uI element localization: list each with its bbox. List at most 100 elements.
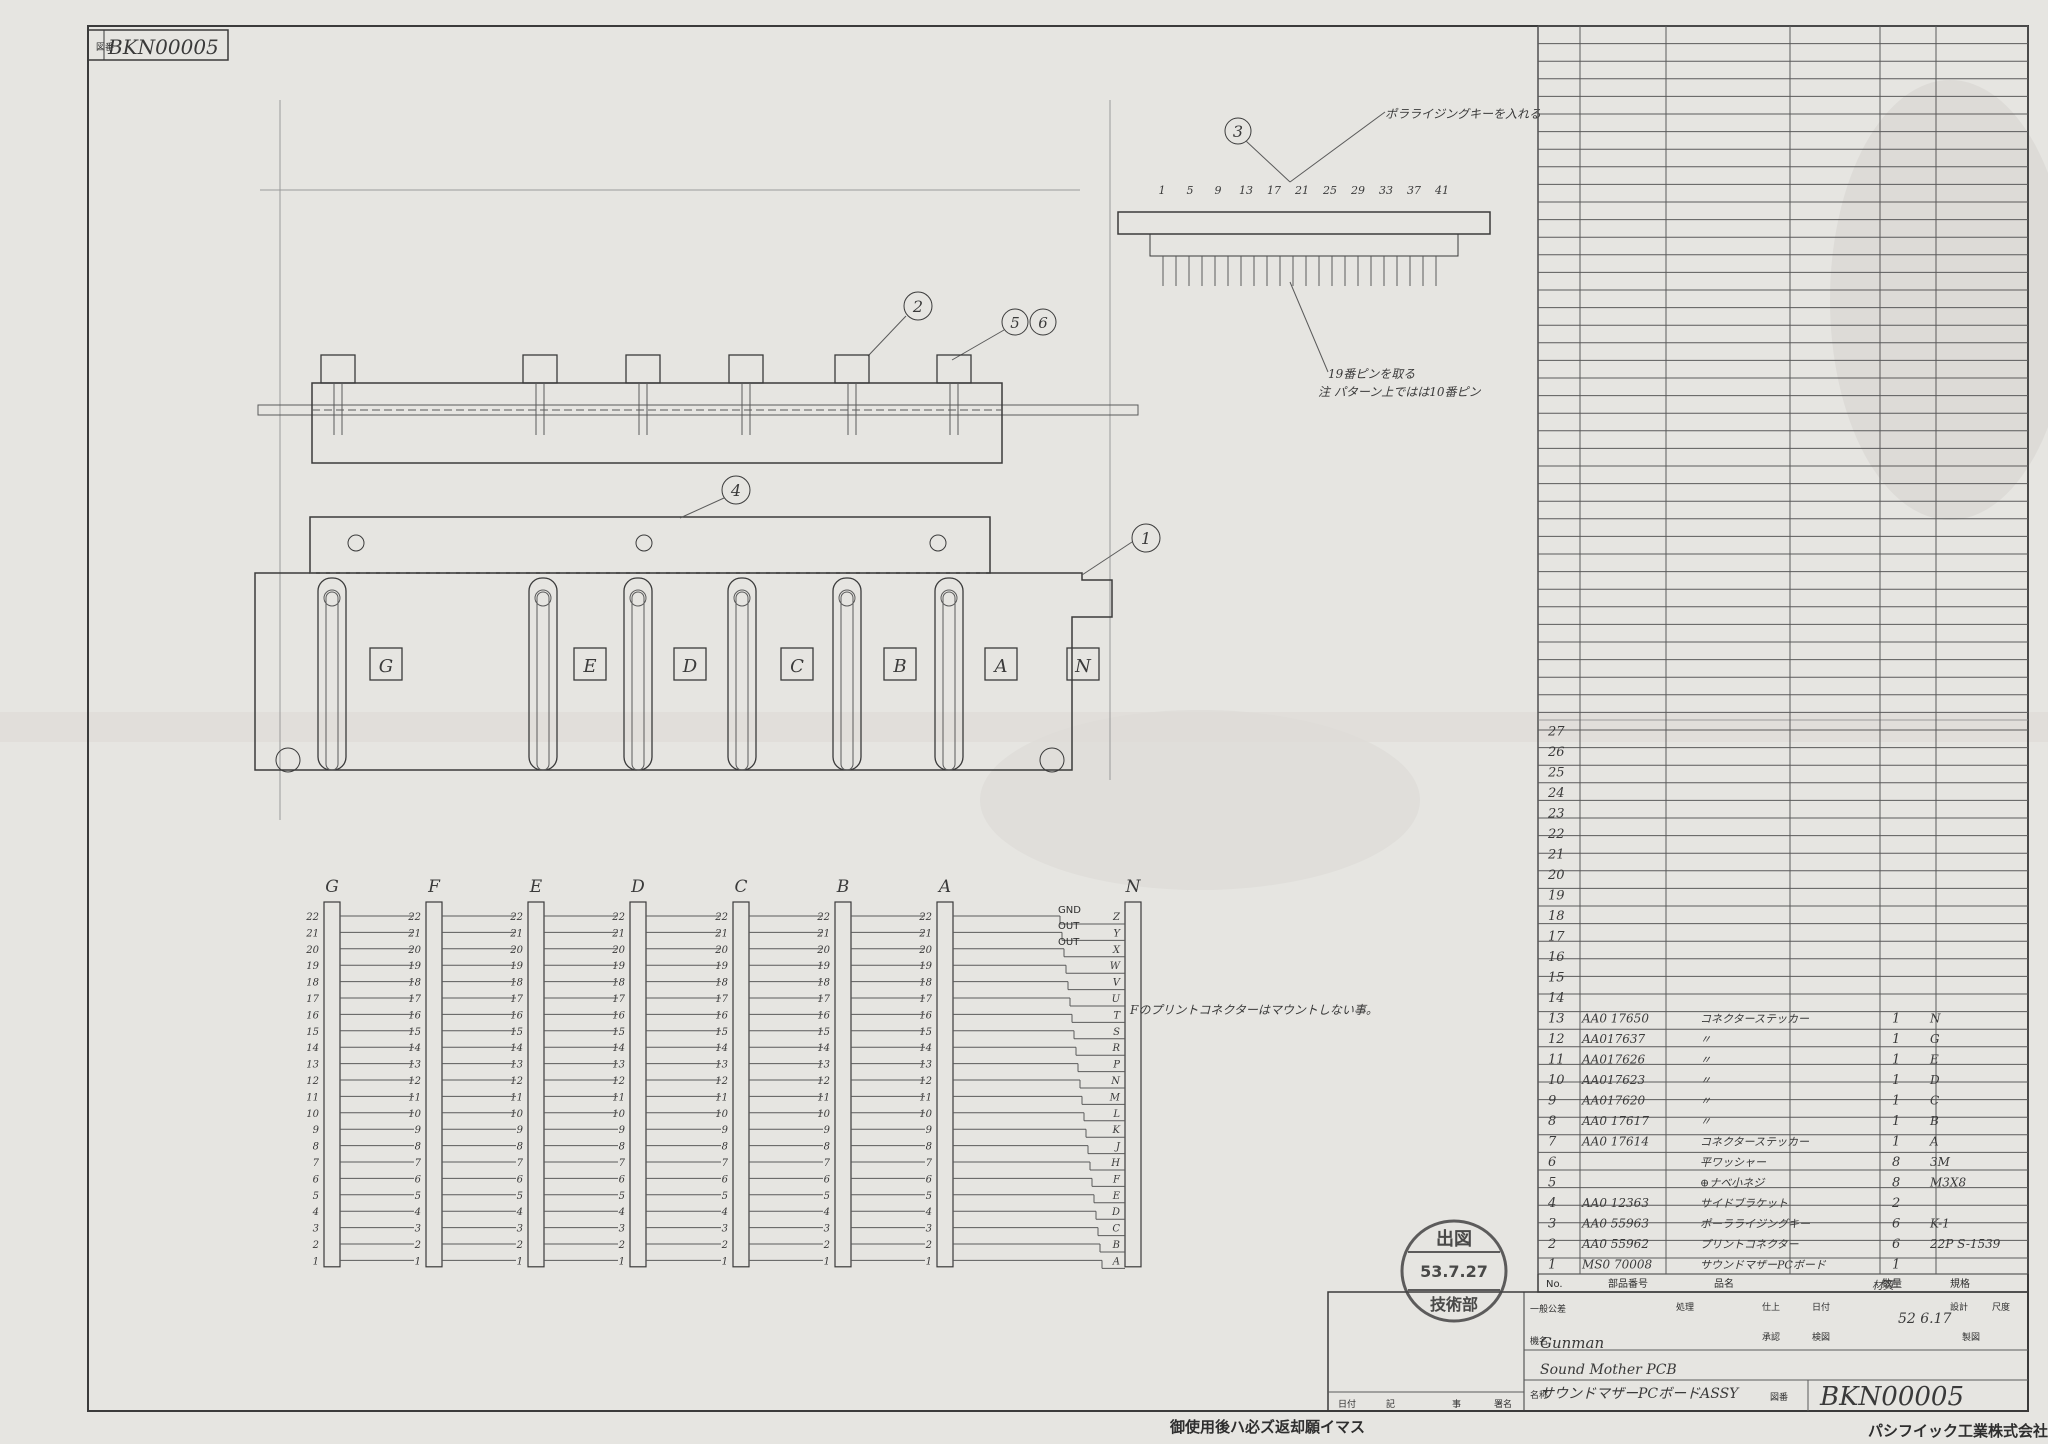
wiring-pin-label: 13 <box>306 1060 319 1071</box>
material-label: 材質 <box>1872 1279 1896 1292</box>
wiring-pin-label: 12 <box>715 1076 728 1087</box>
wiring-pin-label: 15 <box>715 1027 728 1038</box>
wiring-connector-bar <box>323 901 341 1268</box>
wiring-pin-label: 20 <box>611 945 625 956</box>
slot-label-box <box>369 647 403 681</box>
parts-row-number: 20 <box>1547 868 1565 883</box>
wiring-pin-label: M <box>1109 1092 1121 1103</box>
wiring-pin-label: 16 <box>612 1010 625 1021</box>
wiring-pin-label: 3 <box>619 1224 625 1235</box>
wiring-pin-label: 20 <box>714 945 728 956</box>
parts-item-name: ⊕ナベ小ネジ <box>1700 1177 1766 1190</box>
wiring-pin-label: K <box>1112 1125 1121 1136</box>
wiring-pin-label: 11 <box>306 1092 319 1103</box>
wiring-pin-label: U <box>1112 994 1121 1005</box>
parts-item-part: AA0 12363 <box>1581 1196 1649 1210</box>
wiring-pin-label: 11 <box>817 1092 830 1103</box>
parts-item-qty: 2 <box>1891 1196 1900 1211</box>
wiring-pin-label: F <box>1112 1174 1121 1185</box>
wiring-pin-label: 14 <box>715 1043 728 1054</box>
wiring-pin-label: 13 <box>510 1060 523 1071</box>
parts-item-part: AA0 55962 <box>1581 1237 1649 1251</box>
wiring-pin-label: 6 <box>415 1174 422 1185</box>
slot-label: E <box>582 656 596 677</box>
pin-removal-note-2: 注 パターン上ではは10番ピン <box>1318 385 1481 399</box>
wiring-pin-label: 9 <box>313 1125 320 1136</box>
wiring-connector-bar <box>834 901 852 1268</box>
parts-row-number: 9 <box>1548 1094 1556 1109</box>
wiring-pin-label: 15 <box>612 1027 625 1038</box>
wiring-pin-label: 21 <box>407 928 421 939</box>
parts-item-spec: E <box>1929 1053 1939 1067</box>
wiring-pin-label: 14 <box>817 1043 830 1054</box>
connector-pin-number: 33 <box>1379 184 1393 197</box>
parts-row-number: 3 <box>1548 1217 1556 1232</box>
wiring-pin-label: 3 <box>415 1224 421 1235</box>
svg-text:4: 4 <box>730 481 741 500</box>
slot-label-box <box>984 647 1018 681</box>
connector-pin-number: 41 <box>1434 184 1449 197</box>
wiring-pin-label: 19 <box>306 961 319 972</box>
front-slot-inner <box>631 591 645 771</box>
parts-item-spec: D <box>1929 1073 1940 1087</box>
wiring-pin-label: 14 <box>919 1043 932 1054</box>
wiring-pin-label: T <box>1113 1010 1121 1021</box>
parts-item-name: 〃 <box>1700 1115 1711 1128</box>
parts-item-qty: 8 <box>1892 1155 1900 1170</box>
wiring-pin-label: 14 <box>510 1043 523 1054</box>
parts-item-name: プリントコネクター <box>1700 1238 1800 1251</box>
wiring-pin-label: 5 <box>517 1191 523 1202</box>
front-slot-inner <box>942 591 956 771</box>
balloon-3: 3 <box>1224 117 1291 183</box>
parts-row-number: 25 <box>1547 766 1565 781</box>
title-block: Gunman Sound Mother PCB サウンドマザーPCボードASSY… <box>1327 1279 2029 1412</box>
parts-item-qty: 1 <box>1892 1114 1900 1129</box>
pin-removal-note-1: 19番ピンを取る <box>1328 367 1415 381</box>
parts-item-spec: N <box>1929 1012 1941 1026</box>
parts-item-spec: C <box>1930 1094 1939 1108</box>
wiring-pin-label: P <box>1112 1060 1120 1071</box>
slot-label-box <box>883 647 917 681</box>
wiring-pin-label: 21 <box>305 928 319 939</box>
wiring-pin-label: 8 <box>619 1142 625 1153</box>
parts-row-number: 2 <box>1547 1237 1556 1252</box>
rev-label-item: 事 <box>1452 1398 1461 1410</box>
wiring-pin-label: 3 <box>926 1224 932 1235</box>
wiring-pin-label: 16 <box>306 1010 319 1021</box>
wiring-pin-label: 21 <box>509 928 523 939</box>
wiring-pin-label: 12 <box>408 1076 421 1087</box>
wiring-pin-label: W <box>1110 961 1121 972</box>
parts-item-qty: 1 <box>1892 1053 1900 1068</box>
wiring-pin-label: 11 <box>408 1092 421 1103</box>
wiring-pin-label: 19 <box>817 961 830 972</box>
wiring-pin-label: 1 <box>722 1256 728 1267</box>
wiring-pin-label: 14 <box>612 1043 625 1054</box>
slot-label: D <box>682 656 698 677</box>
wiring-pin-label: 18 <box>919 978 932 989</box>
connector-pin-number: 9 <box>1215 184 1222 197</box>
slot-label: G <box>379 656 393 677</box>
wiring-pin-label: 18 <box>306 978 319 989</box>
wiring-diagram: Fのプリントコネクターはマウントしない事。 <box>1129 1003 1378 1017</box>
wiring-pin-label: 17 <box>817 994 830 1005</box>
wiring-pin-label: C <box>1112 1224 1120 1235</box>
parts-item-name: 〃 <box>1700 1033 1711 1046</box>
wiring-pin-label: 20 <box>918 945 932 956</box>
wiring-pin-label: 13 <box>919 1060 932 1071</box>
wiring-pin-label: N <box>1110 1076 1121 1087</box>
wiring-pin-label: 6 <box>619 1174 626 1185</box>
wiring-pin-label: 18 <box>817 978 830 989</box>
wiring-pin-label: 22 <box>305 912 319 923</box>
parts-item-name: サウンドマザーPCボード <box>1700 1259 1827 1272</box>
parts-item-qty: 6 <box>1892 1237 1900 1252</box>
balloon-group: 1 2 3 4 5 6 <box>679 117 1291 576</box>
wiring-pin-label: 21 <box>918 928 932 939</box>
parts-row-number: 18 <box>1548 909 1565 924</box>
title-block-label: 処理 <box>1676 1301 1694 1313</box>
assembly-top-view <box>257 100 1139 820</box>
wiring-pin-label: 9 <box>415 1125 422 1136</box>
wiring-signal-label: OUT <box>1058 937 1080 948</box>
parts-row-number: 15 <box>1548 971 1565 986</box>
wiring-pin-label: 19 <box>510 961 523 972</box>
wiring-pin-label: 10 <box>510 1109 523 1120</box>
